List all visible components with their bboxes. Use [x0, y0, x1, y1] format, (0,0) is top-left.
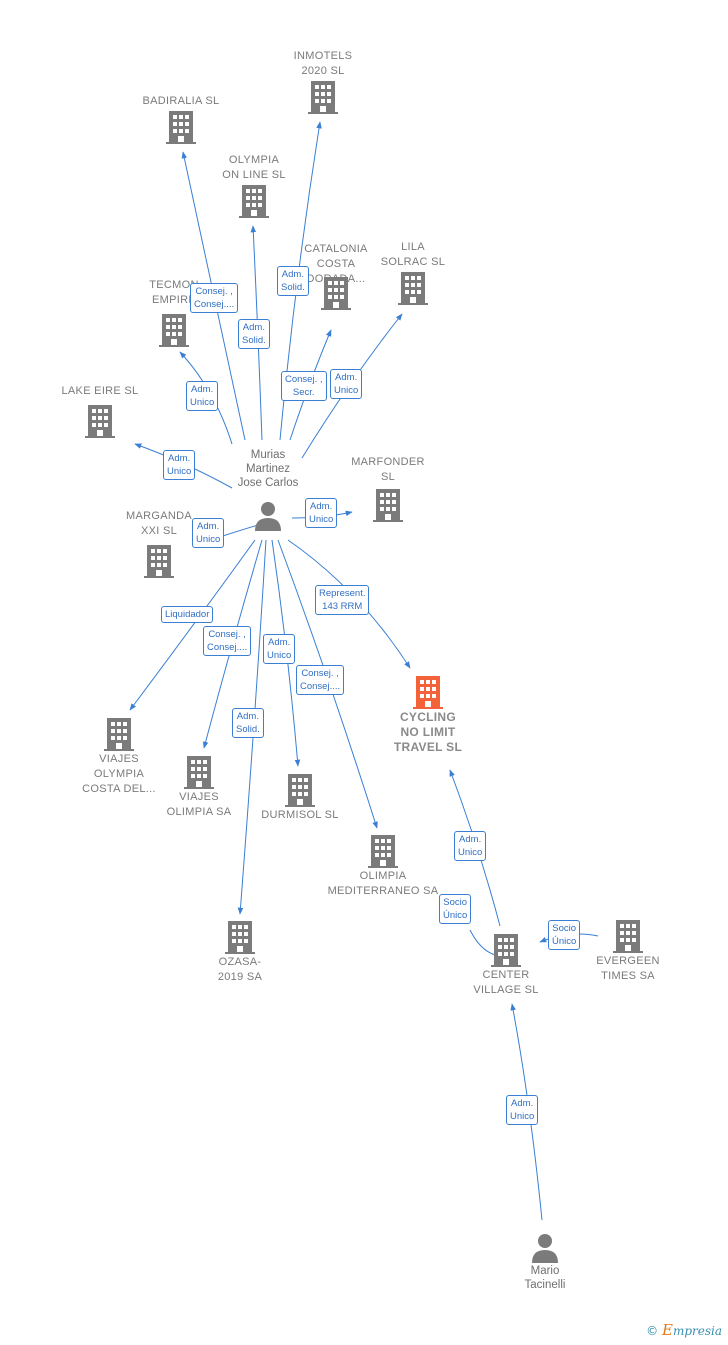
building-icon [613, 920, 643, 953]
building-icon [159, 314, 189, 347]
node-label: EVERGEEN TIMES SA [596, 955, 660, 982]
node-lake-eire[interactable]: LAKE EIRE SL [40, 384, 160, 439]
node-mario[interactable]: Mario Tacinelli [485, 1232, 605, 1292]
brand-name: mpresia [672, 1324, 722, 1338]
node-label: OLYMPIA ON LINE SL [222, 154, 286, 181]
edge-label-adm-unico-lake: Adm. Unico [163, 450, 196, 480]
node-marfonder[interactable]: MARFONDER SL [328, 455, 448, 523]
building-icon [225, 921, 255, 954]
node-center-village[interactable]: CENTER VILLAGE SL [446, 932, 566, 998]
building-icon [321, 277, 351, 310]
node-evergeen[interactable]: EVERGEEN TIMES SA [568, 918, 688, 984]
building-icon [104, 718, 134, 751]
node-label: CENTER VILLAGE SL [473, 969, 539, 996]
person-icon [255, 502, 281, 531]
building-icon [491, 934, 521, 967]
building-icon [285, 774, 315, 807]
node-label: INMOTELS 2020 SL [293, 50, 353, 77]
edge-label-adm-solid-ozasa: Adm. Solid. [232, 708, 264, 738]
node-murias[interactable]: Murias Martinez Jose Carlos [208, 448, 328, 532]
edge-label-consej-secr-catalonia: Consej. , Secr. [281, 371, 327, 401]
building-icon [398, 272, 428, 305]
node-inmotels[interactable]: INMOTELS 2020 SL [263, 49, 383, 115]
node-label: MARGANDA XXI SL [126, 510, 192, 537]
edge-label-adm-solid-olympia: Adm. Solid. [238, 319, 270, 349]
node-tecmon[interactable]: TECMON EMPIRE [114, 278, 234, 348]
edge-label-consej-badiralia: Consej. , Consej.... [190, 283, 239, 313]
edge-label-adm-unico-marfonder: Adm. Unico [305, 498, 338, 528]
person-name: Murias Martinez Jose Carlos [237, 449, 299, 489]
node-label: VIAJES OLIMPIA SA [166, 791, 232, 818]
node-label: CATALONIA COSTA DORADA... [304, 243, 368, 285]
edge-label-adm-unico-center-cycling: Adm. Unico [454, 831, 487, 861]
edge-label-represent-cycling: Represent. 143 RRM [315, 585, 370, 615]
node-label: CYCLING NO LIMIT TRAVEL SL [393, 710, 463, 754]
node-olympia-online[interactable]: OLYMPIA ON LINE SL [194, 153, 314, 219]
empresia-credit[interactable]: © Empresia [646, 1321, 722, 1339]
node-label: LILA SOLRAC SL [380, 241, 446, 268]
building-icon [308, 81, 338, 114]
edge-label-adm-unico-marganda: Adm. Unico [192, 518, 225, 548]
node-catalonia[interactable]: CATALONIA COSTA DORADA... [276, 242, 396, 311]
person-icon [532, 1234, 558, 1263]
edge-center-socio [469, 929, 496, 956]
node-label: LAKE EIRE SL [61, 385, 139, 397]
node-label: MARFONDER SL [351, 456, 425, 483]
node-label: OLIMPIA MEDITERRANEO SA [327, 870, 439, 897]
node-ozasa[interactable]: OZASA- 2019 SA [180, 919, 300, 985]
node-lila[interactable]: LILA SOLRAC SL [353, 240, 473, 306]
edge-label-socio-unico-evergeen: Socio Único [548, 920, 581, 950]
building-icon [85, 405, 115, 438]
node-label: TECMON EMPIRE [149, 279, 199, 306]
node-durmisol[interactable]: DURMISOL SL [240, 772, 360, 823]
building-icon [166, 111, 196, 144]
brand-initial: E [661, 1321, 673, 1339]
node-olimpia-med[interactable]: OLIMPIA MEDITERRANEO SA [323, 833, 443, 899]
node-label: DURMISOL SL [261, 809, 339, 821]
edge-viajes-costa [129, 539, 256, 711]
person-name: Mario Tacinelli [524, 1265, 566, 1291]
building-icon [373, 489, 403, 522]
edge-label-consej-olimpia-med: Consej. , Consej.... [296, 665, 345, 695]
edge-label-liquidador: Liquidador [161, 606, 214, 623]
building-icon [144, 545, 174, 578]
node-label: OZASA- 2019 SA [217, 956, 263, 983]
node-label: BADIRALIA SL [142, 95, 220, 107]
building-icon [184, 756, 214, 789]
edge-label-adm-unico-tecmon: Adm. Unico [186, 381, 219, 411]
edge-label-adm-unico-lila: Adm. Unico [330, 369, 363, 399]
copyright-symbol: © [646, 1324, 659, 1338]
node-viajes-olimpia[interactable]: VIAJES OLIMPIA SA [139, 754, 259, 820]
building-icon [413, 676, 443, 709]
edge-label-adm-unico-mario: Adm. Unico [506, 1095, 539, 1125]
edge-label-adm-unico-durmisol: Adm. Unico [263, 634, 296, 664]
building-icon [368, 835, 398, 868]
edge-label-consej-viajes-olimpia: Consej. , Consej.... [203, 626, 252, 656]
edge-label-adm-solid-inmotels: Adm. Solid. [277, 266, 309, 296]
node-viajes-costa[interactable]: VIAJES OLYMPIA COSTA DEL... [59, 716, 179, 797]
node-cycling[interactable]: CYCLING NO LIMIT TRAVEL SL [368, 674, 488, 755]
node-label: VIAJES OLYMPIA COSTA DEL... [82, 753, 156, 795]
node-badiralia[interactable]: BADIRALIA SL [121, 94, 241, 145]
node-marganda[interactable]: MARGANDA XXI SL [99, 509, 219, 579]
building-icon [239, 185, 269, 218]
edge-label-socio-unico-center: Socio Único [439, 894, 472, 924]
